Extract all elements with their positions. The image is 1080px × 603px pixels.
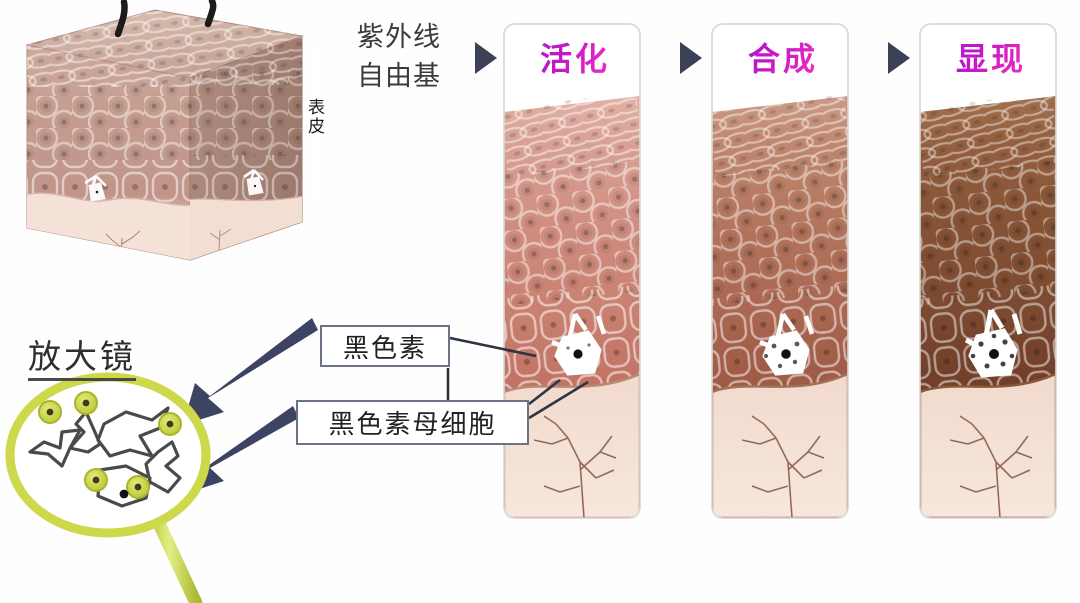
epidermis-depth-arrow <box>311 46 323 206</box>
magnified-melanocyte <box>28 410 102 468</box>
callout-melanocyte: 黑色素母细胞 <box>296 400 529 445</box>
callout-melanin-label: 黑色素 <box>342 333 427 364</box>
magnified-melanocyte <box>96 406 170 458</box>
callout-leader-line <box>449 336 537 358</box>
panel-title-appearance: 显现 <box>920 34 1062 80</box>
melanocyte <box>759 312 815 351</box>
panel-appearance[interactable] <box>906 23 1071 519</box>
melanocyte <box>964 308 1023 351</box>
melanocyte-in-block <box>243 168 264 196</box>
callout-leader-line <box>446 368 561 406</box>
callout-melanocyte-label: 黑色素母细胞 <box>328 410 497 440</box>
melanin-granule <box>781 349 791 359</box>
melanin-granule-cluster <box>38 391 182 499</box>
melanocyte <box>551 312 607 351</box>
capillary <box>741 415 825 518</box>
step-arrow-icon <box>680 42 702 74</box>
magnifier-label: 放大镜 <box>28 337 136 381</box>
panel-title-activation: 活化 <box>504 34 646 80</box>
melanin-granule <box>989 349 999 359</box>
pointer-arrow <box>183 318 318 425</box>
pointer-arrow <box>184 406 299 494</box>
hair-shaft <box>204 0 217 28</box>
capillary <box>949 415 1033 518</box>
uv-stimulus-label: 紫外线 自由基 <box>357 22 441 92</box>
callout-leader-line <box>528 380 589 420</box>
magnifier <box>5 372 211 603</box>
hair-shaft <box>114 0 128 38</box>
panel-title-synthesis: 合成 <box>712 34 854 80</box>
callout-melanin: 黑色素 <box>320 325 450 367</box>
skin-block-3d <box>26 0 323 261</box>
melanin-granule <box>970 333 1015 369</box>
melanin-granule <box>573 349 583 359</box>
melanocyte-in-block <box>84 174 107 202</box>
step-arrow-icon <box>888 42 910 74</box>
epidermis-label: 表皮 <box>304 98 324 136</box>
panel-activation[interactable] <box>490 23 655 519</box>
panel-synthesis[interactable] <box>698 23 863 519</box>
melanin-granule <box>764 341 800 369</box>
step-arrow-icon <box>475 42 497 74</box>
magnified-melanocyte <box>144 440 182 494</box>
capillary <box>533 415 617 518</box>
